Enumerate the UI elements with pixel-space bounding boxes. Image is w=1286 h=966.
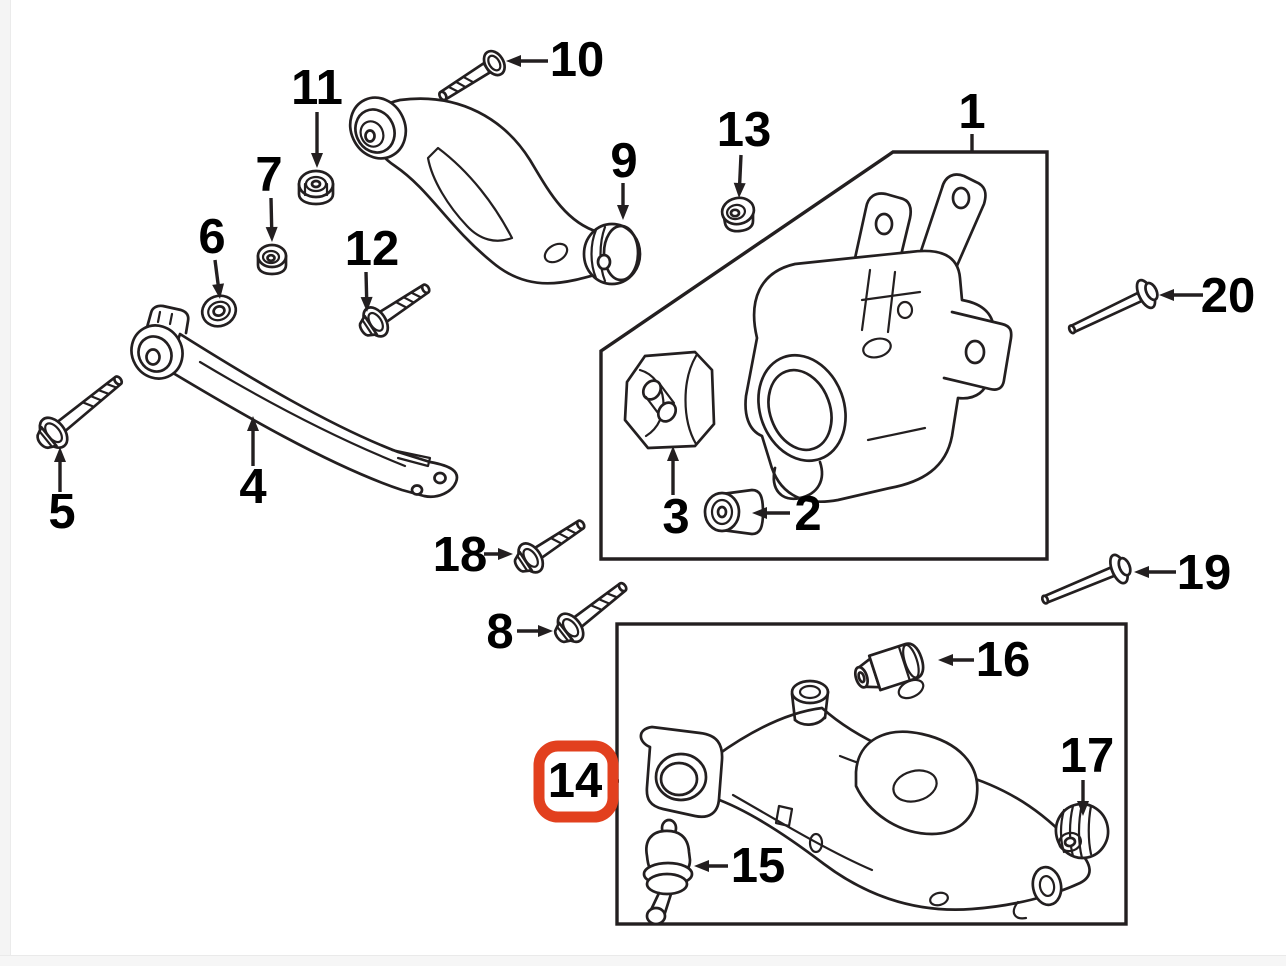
part-bolt-20 — [1067, 278, 1159, 335]
callout-3[interactable]: 3 — [662, 446, 690, 544]
callout-arrowhead — [538, 625, 553, 637]
callout-label-4: 4 — [239, 460, 266, 514]
callout-label-12: 12 — [345, 222, 400, 276]
callout-20[interactable]: 20 — [1159, 269, 1255, 323]
knuckle-group-box — [599, 150, 1049, 561]
callout-leader-line — [269, 197, 274, 234]
callout-2[interactable]: 2 — [752, 487, 822, 541]
lower-arm-rear-eye — [790, 679, 830, 726]
part-knuckle-1 — [744, 173, 1013, 503]
callout-arrowhead — [617, 205, 629, 220]
callout-label-5: 5 — [48, 485, 75, 539]
part-washer-6 — [200, 294, 238, 328]
page-left-gutter — [0, 0, 11, 956]
callout-arrowhead — [498, 548, 513, 560]
part-bushing-9 — [582, 222, 642, 286]
callout-11[interactable]: 11 — [291, 61, 343, 168]
callout-18[interactable]: 18 — [433, 528, 513, 582]
part-trailing-arm-4 — [130, 304, 459, 499]
callout-19[interactable]: 19 — [1134, 546, 1231, 600]
callout-arrowhead — [667, 446, 679, 461]
callout-arrowhead — [733, 182, 746, 198]
part-bushing-3 — [623, 350, 716, 450]
callout-arrowhead — [1134, 566, 1149, 578]
selected-part-highlight-ring — [533, 740, 619, 823]
callout-9[interactable]: 9 — [610, 134, 638, 220]
callout-label-14: 14 — [548, 754, 603, 808]
callout-arrowhead — [506, 55, 521, 67]
part-upper-control-arm — [348, 96, 614, 285]
part-ball-joint-15 — [642, 818, 694, 926]
callout-4[interactable]: 4 — [239, 416, 267, 514]
callout-arrowhead — [247, 416, 259, 431]
callout-12[interactable]: 12 — [345, 222, 400, 312]
page-bottom-gutter — [0, 955, 1286, 966]
callout-arrowhead — [1077, 801, 1089, 816]
callout-1[interactable]: 1 — [958, 85, 986, 152]
callout-14[interactable]: 14 — [533, 740, 619, 823]
part-bolt-10 — [438, 49, 506, 102]
callout-leader-line — [213, 259, 221, 291]
callout-5[interactable]: 5 — [48, 447, 76, 539]
part-bolt-19 — [1040, 553, 1132, 605]
callout-label-10: 10 — [550, 33, 605, 87]
callout-label-8: 8 — [486, 605, 513, 659]
callout-label-1: 1 — [958, 85, 985, 139]
callout-label-16: 16 — [976, 633, 1031, 687]
callout-15[interactable]: 15 — [694, 839, 785, 893]
part-bolt-18 — [513, 519, 586, 574]
part-bushing-2 — [703, 488, 765, 536]
callout-label-17: 17 — [1060, 729, 1115, 783]
callout-8[interactable]: 8 — [486, 605, 553, 659]
callout-label-18: 18 — [433, 528, 488, 582]
part-bushing-16 — [853, 642, 925, 692]
callout-label-9: 9 — [610, 134, 637, 188]
callout-16[interactable]: 16 — [938, 633, 1030, 687]
callout-label-19: 19 — [1177, 546, 1232, 600]
callout-label-11: 11 — [291, 61, 343, 115]
callout-arrowhead — [752, 507, 767, 519]
callout-arrowhead — [694, 860, 709, 872]
part-bolt-12 — [358, 283, 431, 338]
lower-arm-front-bushing-bore — [639, 725, 724, 819]
part-bolt-8 — [553, 581, 628, 644]
callout-label-7: 7 — [255, 148, 282, 202]
callout-arrowhead — [54, 447, 66, 462]
callout-label-6: 6 — [198, 210, 225, 264]
callout-arrowhead — [265, 226, 278, 242]
callout-6[interactable]: 6 — [198, 210, 226, 299]
part-lower-control-arm-14 — [639, 678, 1091, 920]
callout-17[interactable]: 17 — [1060, 729, 1115, 816]
callout-label-20: 20 — [1201, 269, 1256, 323]
callout-13[interactable]: 13 — [717, 103, 772, 198]
part-bushing-17 — [1054, 802, 1110, 860]
callout-label-2: 2 — [794, 487, 821, 541]
callout-arrowhead — [938, 654, 953, 666]
part-nut-13 — [720, 196, 756, 233]
callout-label-13: 13 — [717, 103, 772, 157]
callout-leader-line — [737, 154, 743, 190]
part-nut-7 — [256, 243, 288, 276]
part-nut-11 — [297, 169, 335, 206]
callout-arrowhead — [212, 283, 225, 299]
callout-arrowhead — [311, 153, 323, 168]
callout-label-3: 3 — [662, 490, 689, 544]
callout-arrowhead — [1159, 289, 1174, 301]
callout-10[interactable]: 10 — [506, 33, 604, 87]
callout-label-15: 15 — [731, 839, 786, 893]
callout-7[interactable]: 7 — [255, 148, 283, 242]
part-bolt-5 — [36, 375, 124, 450]
callout-leader-line — [364, 271, 369, 304]
callout-arrowhead — [360, 296, 373, 312]
